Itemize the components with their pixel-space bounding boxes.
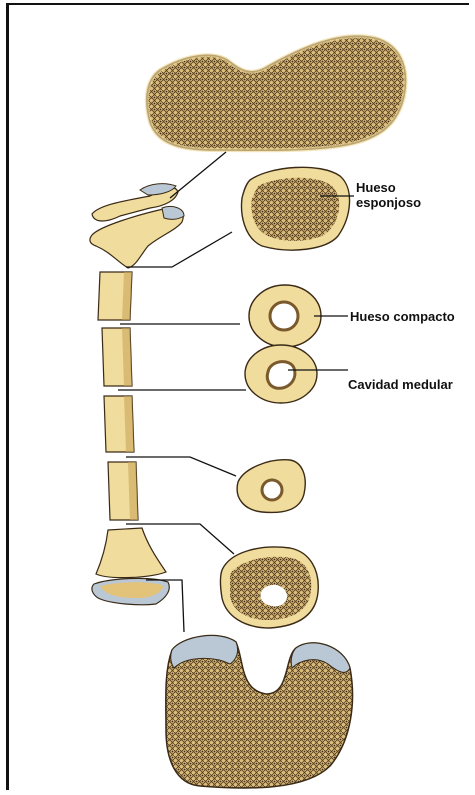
label-medullary-cavity: Cavidad medular [348, 377, 453, 392]
section-compact-2 [245, 345, 317, 403]
label-spongy-line2: esponjoso [356, 195, 421, 210]
distal-femur-section [166, 636, 353, 788]
label-compact-bone: Hueso compacto [350, 309, 455, 324]
leader-line [170, 152, 226, 198]
femur-head-section [147, 36, 406, 150]
distal-femur-pieces [92, 528, 169, 605]
label-spongy-bone: Hueso esponjoso [356, 180, 421, 210]
shaft-segments [98, 272, 138, 520]
section-spongy [242, 167, 350, 250]
section-distal [221, 547, 319, 628]
section-compact-1 [249, 285, 321, 347]
section-compact-3 [237, 460, 305, 513]
leader-line [126, 457, 236, 476]
proximal-femur-pieces [90, 184, 184, 268]
label-spongy-line1: Hueso [356, 180, 421, 195]
